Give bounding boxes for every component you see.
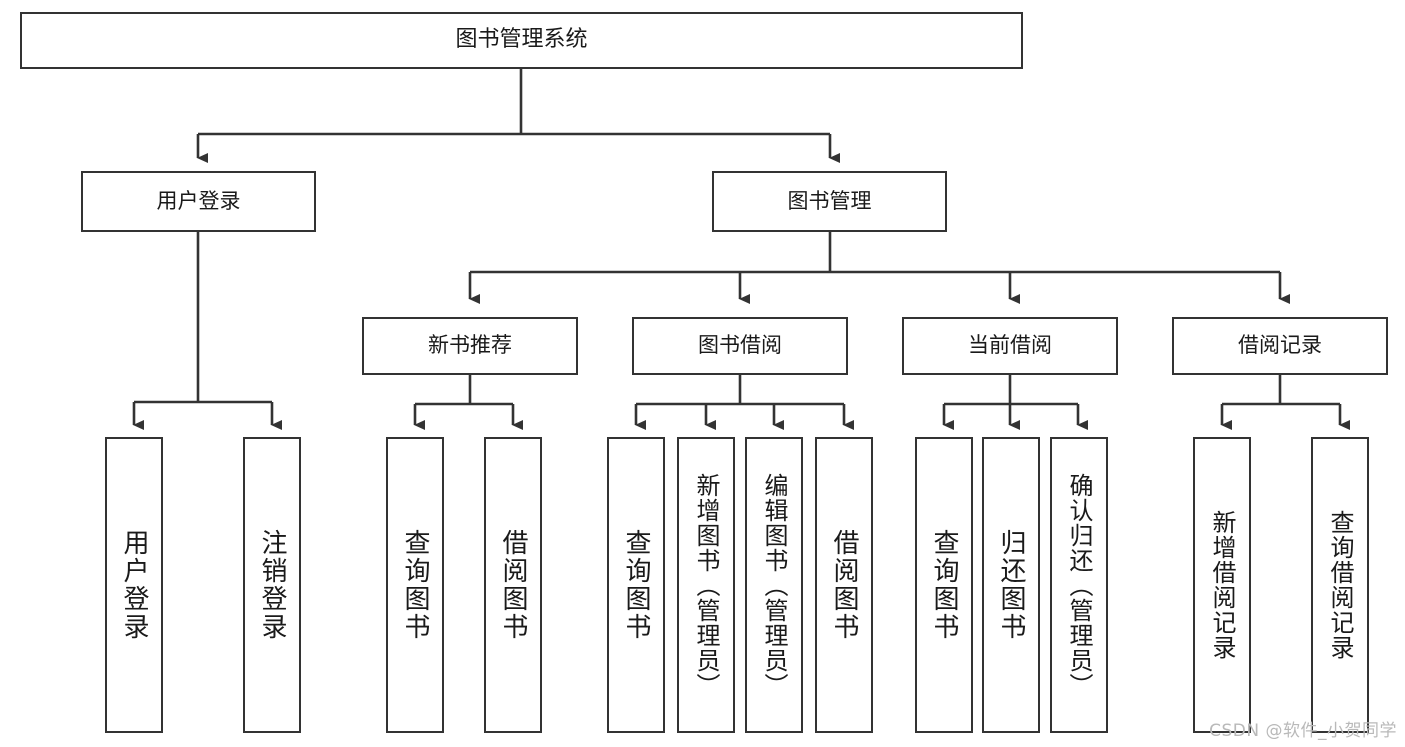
node-label: 借阅图书 <box>829 529 859 641</box>
leaf-borrow-add-book-admin[interactable]: 新增图书（管理员） <box>677 437 735 733</box>
leaf-recommend-borrow-book[interactable]: 借阅图书 <box>484 437 542 733</box>
watermark-text: CSDN @软件_小贺同学 <box>1209 721 1397 741</box>
node-label: 图书借阅 <box>698 333 782 358</box>
node-label: 查询图书 <box>400 529 430 641</box>
node-label: 新增图书（管理员） <box>692 472 720 698</box>
leaf-borrow-borrow-book[interactable]: 借阅图书 <box>815 437 873 733</box>
node-label: 查询图书 <box>621 529 651 641</box>
leaf-current-return-book[interactable]: 归还图书 <box>982 437 1040 733</box>
node-book-borrow[interactable]: 图书借阅 <box>632 317 848 375</box>
leaf-user-login-logout[interactable]: 注销登录 <box>243 437 301 733</box>
leaf-user-login-login[interactable]: 用户登录 <box>105 437 163 733</box>
node-label: 当前借阅 <box>968 333 1052 358</box>
leaf-borrow-edit-book-admin[interactable]: 编辑图书（管理员） <box>745 437 803 733</box>
node-new-book-recommend[interactable]: 新书推荐 <box>362 317 578 375</box>
node-label: 借阅记录 <box>1238 333 1322 358</box>
node-current-borrow[interactable]: 当前借阅 <box>902 317 1118 375</box>
node-label: 用户登录 <box>156 188 241 213</box>
node-user-login[interactable]: 用户登录 <box>81 171 316 232</box>
node-label: 新增借阅记录 <box>1208 510 1236 660</box>
node-label: 归还图书 <box>996 529 1026 641</box>
node-label: 注销登录 <box>257 529 287 641</box>
node-label: 查询图书 <box>929 529 959 641</box>
node-root-system[interactable]: 图书管理系统 <box>20 12 1023 69</box>
leaf-current-query-book[interactable]: 查询图书 <box>915 437 973 733</box>
leaf-recommend-query-book[interactable]: 查询图书 <box>386 437 444 733</box>
node-label: 查询借阅记录 <box>1326 510 1354 660</box>
node-book-management[interactable]: 图书管理 <box>712 171 947 232</box>
leaf-record-add-record[interactable]: 新增借阅记录 <box>1193 437 1251 733</box>
node-label: 图书管理系统 <box>455 27 588 53</box>
node-label: 借阅图书 <box>498 529 528 641</box>
node-label: 图书管理 <box>787 188 872 213</box>
leaf-current-confirm-return-admin[interactable]: 确认归还（管理员） <box>1050 437 1108 733</box>
node-label: 确认归还（管理员） <box>1065 472 1093 698</box>
node-label: 用户登录 <box>119 529 149 641</box>
leaf-record-query-record[interactable]: 查询借阅记录 <box>1311 437 1369 733</box>
leaf-borrow-query-book[interactable]: 查询图书 <box>607 437 665 733</box>
node-label: 新书推荐 <box>428 333 512 358</box>
node-label: 编辑图书（管理员） <box>760 472 788 698</box>
node-borrow-record[interactable]: 借阅记录 <box>1172 317 1388 375</box>
